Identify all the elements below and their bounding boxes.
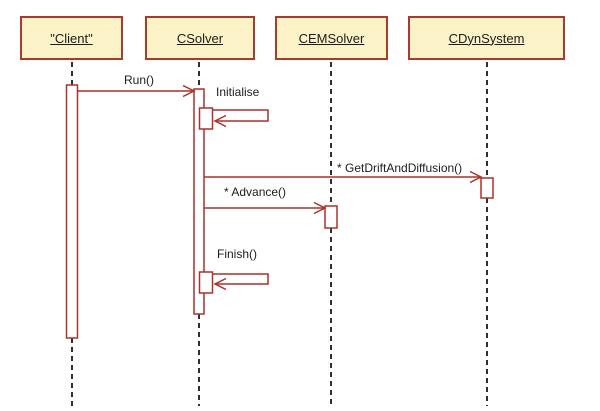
participant-name-csolver: CSolver bbox=[176, 30, 224, 46]
cdynsystem-activation-bar bbox=[480, 177, 494, 199]
advance-arrowhead-icon bbox=[313, 201, 327, 215]
initialise-message-label: Initialise bbox=[216, 85, 260, 99]
finish-arrowhead-icon bbox=[213, 277, 227, 291]
client-activation-bar bbox=[65, 84, 79, 339]
csolver-activation-bar bbox=[193, 88, 205, 315]
participant-name-cdynsystem: CDynSystem bbox=[448, 30, 525, 46]
participant-name-cemsolver: CEMSolver bbox=[298, 30, 365, 46]
participant-name-client: "Client" bbox=[50, 30, 93, 46]
initialise-arrowhead-icon bbox=[213, 114, 227, 128]
advance-message-label: * Advance() bbox=[224, 185, 287, 199]
finish-message-line bbox=[212, 273, 269, 285]
cemsolver-activation-bar bbox=[324, 205, 338, 229]
run-message-label: Run() bbox=[123, 73, 154, 87]
getdriftanddiffusion-arrowhead-icon bbox=[469, 170, 483, 184]
finish-activation-bar bbox=[198, 271, 214, 294]
participant-box-csolver: CSolver bbox=[145, 16, 255, 60]
initialise-activation-bar bbox=[198, 107, 214, 130]
participant-box-cemsolver: CEMSolver bbox=[275, 16, 388, 60]
participant-box-client: "Client" bbox=[20, 16, 123, 60]
finish-message-label: Finish() bbox=[217, 247, 258, 261]
initialise-message-line bbox=[212, 109, 269, 122]
getdriftanddiffusion-message-label: * GetDriftAndDiffusion() bbox=[337, 161, 463, 175]
participant-box-cdynsystem: CDynSystem bbox=[408, 16, 565, 60]
run-arrowhead-icon bbox=[182, 84, 196, 98]
